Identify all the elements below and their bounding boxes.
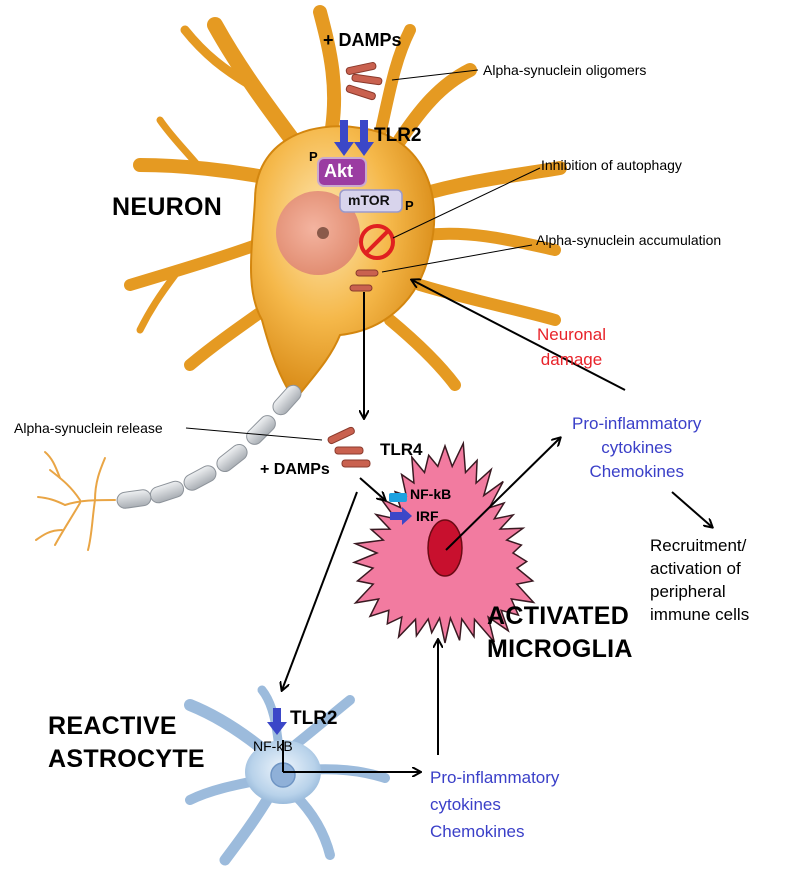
irf-label: IRF [416, 508, 439, 524]
astrocyte-cell-icon [184, 685, 390, 866]
neuronal-damage-label: Neuronal damage [537, 325, 606, 369]
release-label: Alpha-synuclein release [14, 420, 163, 436]
accumulation-label: Alpha-synuclein accumulation [536, 232, 722, 248]
inhibition-label: Inhibition of autophagy [541, 157, 682, 173]
proinflammatory-label-2: Pro-inflammatory cytokines Chemokines [430, 768, 560, 841]
tlr2-astro-label: TLR2 [290, 708, 338, 729]
neuron-title: NEURON [112, 193, 223, 221]
damps-top-label: + DAMPs [323, 30, 402, 50]
microglia-title: ACTIVATED MICROGLIA [487, 602, 633, 663]
tlr2-top-label: TLR2 [374, 125, 422, 146]
akt-box [317, 157, 367, 187]
damps-bottom-label: + DAMPs [260, 461, 330, 478]
p-akt-label: P [309, 149, 318, 164]
prohibition-icon [359, 224, 395, 260]
astro-tlr2-receptor-icon [267, 708, 287, 735]
oligomers-label: Alpha-synuclein oligomers [483, 62, 647, 78]
tlr4-label: TLR4 [380, 440, 423, 459]
tlr2-receptor-icon [334, 120, 374, 156]
nfkb-astro-label: NF-kB [253, 738, 293, 754]
pathway-arrows [282, 280, 712, 772]
leader-lines [185, 69, 541, 441]
astrocyte-title: REACTIVE ASTROCYTE [48, 712, 205, 773]
mtor-label: mTOR [348, 192, 390, 208]
proinflammatory-label-1: Pro-inflammatory cytokines Chemokines [572, 414, 702, 481]
akt-label: Akt [324, 161, 354, 181]
release-oligomer-icon [327, 426, 371, 468]
accumulation-oligomer-icon [349, 269, 379, 292]
p-mtor-label: P [405, 198, 414, 213]
nfkb-microglia-label: NF-kB [410, 486, 452, 502]
mtor-box [339, 189, 403, 213]
recruitment-label: Recruitment/ activation of peripheral im… [650, 536, 750, 624]
oligomer-icon [345, 62, 383, 101]
nfkb-receptor-icon [389, 493, 412, 525]
